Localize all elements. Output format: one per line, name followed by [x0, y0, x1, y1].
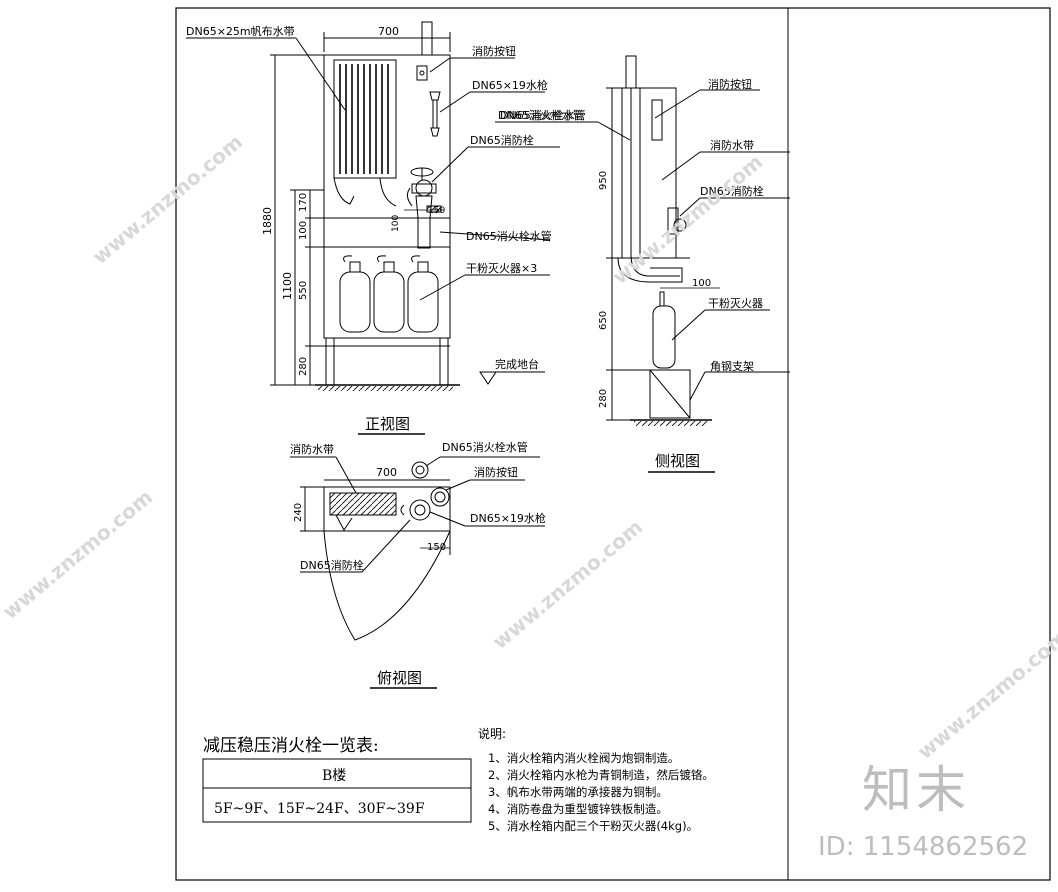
top-dim-150: 150	[427, 542, 446, 553]
note-item-4: 4、消防卷盘为重型镀锌铁板制造。	[488, 802, 668, 816]
schedule-header: B楼	[322, 768, 346, 784]
side-view-title: 侧视图	[655, 452, 700, 470]
top-button-label: 消防按钮	[474, 465, 518, 479]
side-dim-650: 650	[598, 311, 609, 330]
front-dim-100b: 100	[391, 215, 401, 232]
side-view	[495, 55, 790, 426]
side-button-label: 消防按钮	[708, 77, 752, 91]
front-hose-label: DN65×25m帆布水带	[186, 24, 295, 38]
top-dim-width: 700	[376, 466, 397, 479]
schedule-title: 减压稳压消火栓一览表:	[203, 736, 379, 756]
note-item-3: 3、帆布水带两端的承接器为铜制。	[488, 785, 668, 799]
front-nozzle-label: DN65×19水枪	[472, 78, 548, 92]
schedule-row: 5F~9F、15F~24F、30F~39F	[214, 801, 425, 817]
top-view-title: 俯视图	[377, 669, 422, 687]
front-floor-label: 完成地台	[495, 357, 539, 371]
front-dim-1100: 1100	[281, 272, 294, 300]
side-dim-280: 280	[598, 389, 609, 408]
side-hose-label: 消防水带	[710, 138, 754, 152]
front-riser-label: DN65消火栓水管	[500, 108, 586, 122]
side-riser-label: DN65消火栓水管	[498, 108, 584, 122]
front-dim-280: 280	[298, 357, 309, 376]
note-item-1: 1、消火栓箱内消火栓阀为炮铜制造。	[488, 751, 679, 765]
side-frame-label: 角钢支架	[710, 360, 754, 373]
watermark-text-5: www.znzmo.com	[913, 625, 1058, 764]
front-extinguisher-label: 干粉灭火器×3	[466, 262, 537, 275]
sheet-border	[175, 7, 1051, 881]
top-hydrant-label: DN65消防栓	[300, 558, 364, 572]
front-dim-total-height: 1880	[261, 207, 274, 235]
watermark-text-1: www.znzmo.com	[88, 130, 247, 269]
side-dim-100: 100	[692, 278, 711, 289]
side-dim-950: 950	[598, 171, 609, 190]
note-item-5: 5、消水栓箱内配三个干粉灭火器(4kg)。	[488, 819, 698, 833]
watermark-text-3: www.znzmo.com	[488, 515, 647, 654]
watermark-text-2: www.znzmo.com	[0, 485, 157, 624]
watermark-text-4: www.znzmo.com	[608, 150, 767, 289]
side-hydrant-label: DN65消防栓	[700, 184, 764, 198]
front-view	[186, 21, 560, 391]
front-dim-550: 550	[298, 281, 309, 300]
front-dim-170: 170	[298, 193, 309, 212]
front-dim-width: 700	[378, 25, 399, 38]
top-view	[290, 456, 545, 641]
top-nozzle-label: DN65×19水枪	[470, 511, 546, 525]
top-dim-depth: 240	[293, 503, 304, 522]
front-hydrant-label: DN65消防栓	[470, 133, 534, 147]
side-extinguisher-label: 干粉灭火器	[708, 297, 763, 310]
schedule-table	[202, 758, 472, 823]
note-item-2: 2、消火栓箱内水枪为青铜制造，然后镀铬。	[488, 768, 714, 782]
top-hose-label: 消防水带	[290, 442, 334, 456]
front-dim-100: 100	[298, 221, 309, 240]
front-button-label: 消防按钮	[472, 44, 516, 58]
front-view-title: 正视图	[365, 415, 410, 433]
top-riser-label: DN65消火栓水管	[442, 440, 528, 454]
front-pipe-label: DN65消火栓水管	[466, 229, 552, 243]
notes-title: 说明:	[478, 726, 506, 741]
brand-id: ID: 1154862562	[818, 832, 1029, 862]
brand-logo: 知末	[862, 761, 970, 819]
front-dim-150: 150	[428, 206, 445, 216]
